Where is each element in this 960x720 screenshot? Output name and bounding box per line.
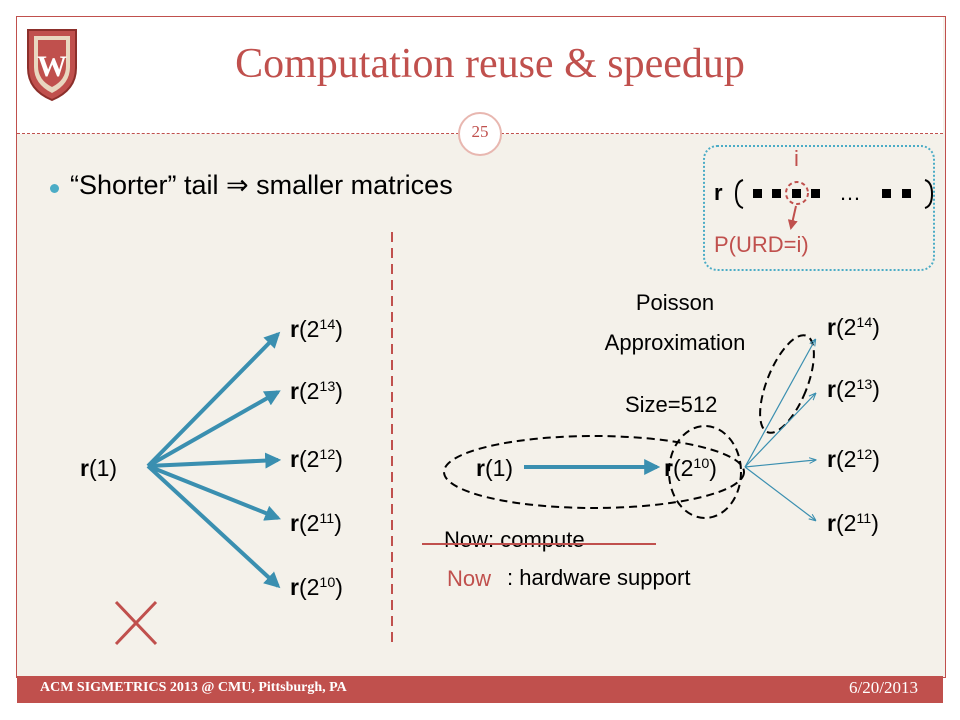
- struck-now-compute: Now: compute: [444, 527, 585, 552]
- left-target-label: r(211): [290, 510, 342, 536]
- inset-index-label: i: [794, 146, 799, 171]
- probability-arrow: [787, 205, 798, 230]
- right-middle-label: r(210): [664, 455, 717, 481]
- strikethrough-line: [422, 543, 656, 545]
- right-target-label: r(214): [827, 314, 880, 340]
- size-512-ellipse: [443, 435, 745, 509]
- crest-letter: W: [37, 50, 67, 83]
- inset-ellipsis: …: [839, 180, 861, 205]
- arrow-to-r2-12: [744, 460, 815, 468]
- right-target-label: r(212): [827, 446, 880, 472]
- right-target-label: r(213): [827, 376, 880, 402]
- vector-cell: [902, 189, 911, 198]
- vector-cell: [882, 189, 891, 198]
- bullet-icon: [50, 184, 59, 193]
- hardware-support-label: : hardware support: [507, 565, 691, 590]
- arrow-to-r2-13: [744, 394, 815, 468]
- left-bracket-icon: [734, 179, 744, 209]
- arrow-to-r2-14: [146, 331, 281, 468]
- page-number: 25: [471, 122, 489, 141]
- left-fan-arrows: [146, 331, 282, 589]
- right-source-label: r(1): [476, 455, 514, 481]
- poisson-label-line2: Approximation: [604, 330, 746, 355]
- vector-cell: [772, 189, 781, 198]
- arrow-to-r2-11: [147, 464, 281, 521]
- page-title: Computation reuse & speedup: [235, 41, 745, 87]
- footer-bar: [17, 676, 943, 703]
- footer-conference: ACM SIGMETRICS 2013 @ CMU, Pittsburgh, P…: [40, 680, 347, 695]
- vector-cell: [811, 189, 820, 198]
- selected-cell-circle: [785, 181, 809, 205]
- university-crest-logo: W: [27, 29, 77, 102]
- inset-probability-label: P(URD=i): [714, 232, 809, 257]
- right-fan-arrows: [744, 340, 815, 520]
- arrow-to-r2-13: [147, 390, 281, 468]
- right-bracket-icon: [924, 179, 934, 209]
- poisson-ellipse: [759, 334, 815, 434]
- left-target-label: r(210): [290, 574, 343, 600]
- bullet-text: “Shorter” tail ⇒ smaller matrices: [70, 170, 453, 200]
- left-source-label: r(1): [80, 455, 118, 481]
- arrow-to-r2-10: [146, 464, 281, 589]
- inset-vector-label: r: [714, 180, 723, 205]
- r2-10-circle: [668, 425, 742, 519]
- right-target-label: r(211): [827, 510, 879, 536]
- vector-cell: [792, 189, 801, 198]
- cross-out-icon: [114, 600, 158, 646]
- page-number-badge: [458, 112, 502, 156]
- vector-cell: [753, 189, 762, 198]
- poisson-label-line1: Poisson: [635, 290, 715, 315]
- arrow-to-r2-14: [744, 340, 815, 468]
- footer-date: 6/20/2013: [849, 678, 918, 697]
- arrow-to-r2-11: [744, 466, 815, 520]
- left-target-label: r(213): [290, 378, 343, 404]
- left-target-label: r(212): [290, 446, 343, 472]
- now-label: Now: [447, 566, 492, 591]
- urd-inset-box: [703, 145, 935, 271]
- left-target-label: r(214): [290, 316, 343, 342]
- inset-vector-graphic: [734, 179, 934, 230]
- size-label: Size=512: [625, 392, 718, 417]
- arrow-to-r2-12: [147, 452, 282, 469]
